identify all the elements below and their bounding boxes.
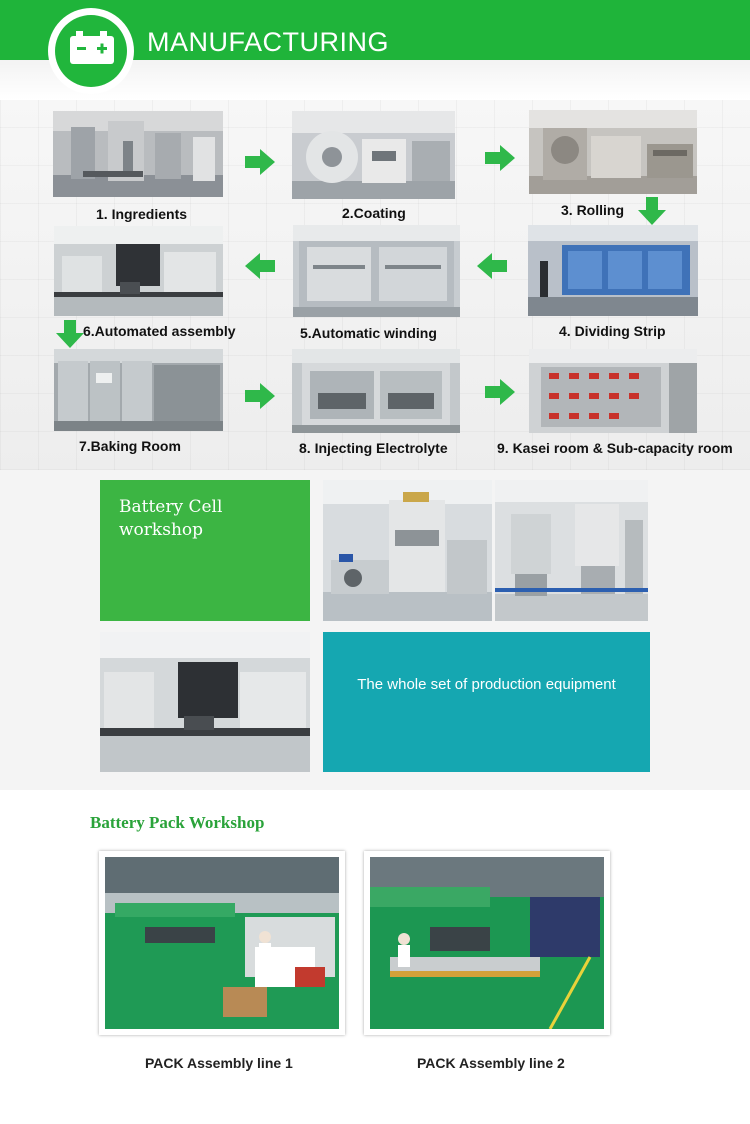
step-label-5: 5.Automatic winding [300, 325, 437, 341]
battery-icon [70, 31, 114, 64]
arrow-right-icon [485, 145, 515, 171]
cell-workshop-title: Battery Cell workshop [119, 496, 299, 542]
step-photo-injecting-electrolyte [292, 349, 460, 433]
step-label-9: 9. Kasei room & Sub-capacity room [497, 440, 733, 456]
step-label-8: 8. Injecting Electrolyte [299, 440, 448, 456]
step-label-4: 4. Dividing Strip [559, 323, 666, 339]
step-label-2: 2.Coating [342, 205, 406, 221]
workshop-photo-assembly-line [100, 632, 310, 772]
step-photo-dividing-strip [528, 225, 698, 316]
step-photo-automatic-winding [293, 225, 460, 317]
step-label-1: 1. Ingredients [96, 206, 188, 222]
step-photo-rolling [529, 110, 697, 194]
step-photo-baking-room [54, 349, 223, 431]
pack-line-1-photo [105, 857, 339, 1029]
cell-workshop-title-text: Battery Cell workshop [119, 497, 223, 540]
cell-workshop-panel [100, 480, 310, 621]
workshop-photo-mixers [495, 480, 648, 621]
step-photo-coating [292, 111, 455, 199]
arrow-down-icon [638, 197, 666, 225]
arrow-down-icon [56, 320, 84, 348]
equipment-panel [323, 632, 650, 772]
step-label-6: 6.Automated assembly [83, 323, 236, 339]
arrow-left-icon [477, 253, 507, 279]
arrow-right-icon [245, 383, 275, 409]
arrow-right-icon [485, 379, 515, 405]
step-label-3: 3. Rolling [561, 202, 624, 218]
page-title: MANUFACTURING [147, 27, 389, 57]
step-photo-kasei-room [529, 349, 697, 433]
pack-workshop-heading: Battery Pack Workshop [90, 813, 265, 832]
step-photo-ingredients [53, 111, 223, 197]
arrow-left-icon [245, 253, 275, 279]
equipment-text: The whole set of production equipment [357, 676, 616, 693]
pack-line-2-caption: PACK Assembly line 2 [417, 1055, 565, 1071]
step-photo-automated-assembly [54, 226, 223, 316]
pack-line-2-photo [370, 857, 604, 1029]
workshop-photo-press [323, 480, 492, 621]
step-label-7: 7.Baking Room [79, 438, 181, 454]
pack-line-1-caption: PACK Assembly line 1 [145, 1055, 293, 1071]
arrow-right-icon [245, 149, 275, 175]
